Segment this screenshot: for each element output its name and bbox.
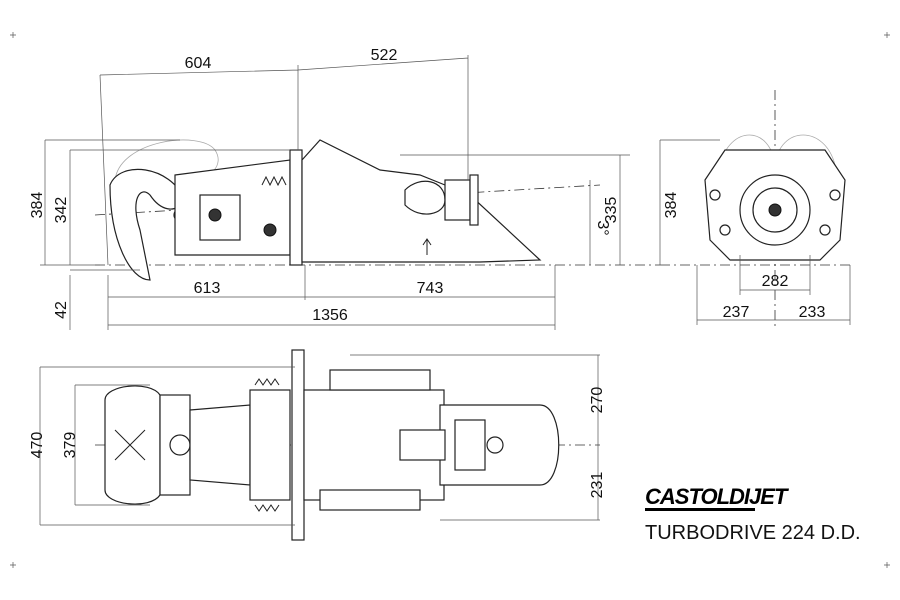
dim-233: 233 xyxy=(799,304,826,321)
dim-743: 743 xyxy=(417,280,444,297)
castoldijet-logo: CASTOLDIJET xyxy=(645,484,787,511)
dim-231: 231 xyxy=(589,472,606,499)
dim-604: 604 xyxy=(185,55,212,72)
dim-384-side: 384 xyxy=(29,192,46,219)
dim-379: 379 xyxy=(62,432,79,459)
dim-384-rear: 384 xyxy=(663,192,680,219)
corner-marks xyxy=(10,32,890,568)
dim-335: 335 xyxy=(603,197,620,224)
dim-470: 470 xyxy=(29,432,46,459)
dim-522: 522 xyxy=(371,47,398,64)
dim-613: 613 xyxy=(194,280,221,297)
dim-342: 342 xyxy=(53,197,70,224)
dim-1356: 1356 xyxy=(312,307,348,324)
dim-282: 282 xyxy=(762,273,789,290)
dim-237: 237 xyxy=(723,304,750,321)
model-title: TURBODRIVE 224 D.D. xyxy=(645,522,861,544)
dim-270: 270 xyxy=(589,387,606,414)
side-view: 604 522 384 342 42 613 743 1356 3° 335 xyxy=(29,47,660,330)
dim-angle: 3° xyxy=(594,220,611,235)
top-view: 470 379 270 231 xyxy=(29,349,606,541)
dim-42: 42 xyxy=(53,301,70,319)
rear-view: 384 282 237 233 xyxy=(659,90,851,330)
